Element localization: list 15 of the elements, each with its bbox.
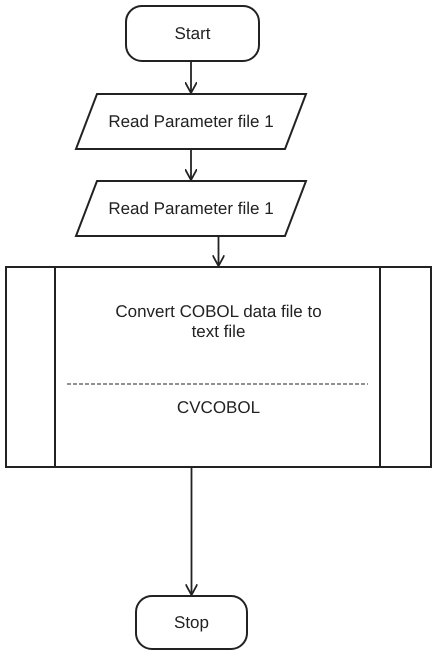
arrow xyxy=(184,62,198,94)
arrow xyxy=(212,237,226,267)
predefined-process-box xyxy=(5,266,432,468)
input-parallelogram xyxy=(75,180,307,237)
arrow xyxy=(184,468,198,596)
terminator-box xyxy=(135,595,248,650)
arrow xyxy=(184,150,198,181)
input-parallelogram xyxy=(75,93,307,150)
input-label: Read Parameter file 1 xyxy=(107,198,275,218)
terminator-label: Stop xyxy=(173,612,210,632)
terminator-label: Start xyxy=(174,24,212,44)
input-label: Read Parameter file 1 xyxy=(107,112,275,132)
terminator-box xyxy=(125,5,260,62)
program-name: CVCOBOL xyxy=(176,398,262,418)
process-text: Convert COBOL data file to text file xyxy=(114,302,323,342)
